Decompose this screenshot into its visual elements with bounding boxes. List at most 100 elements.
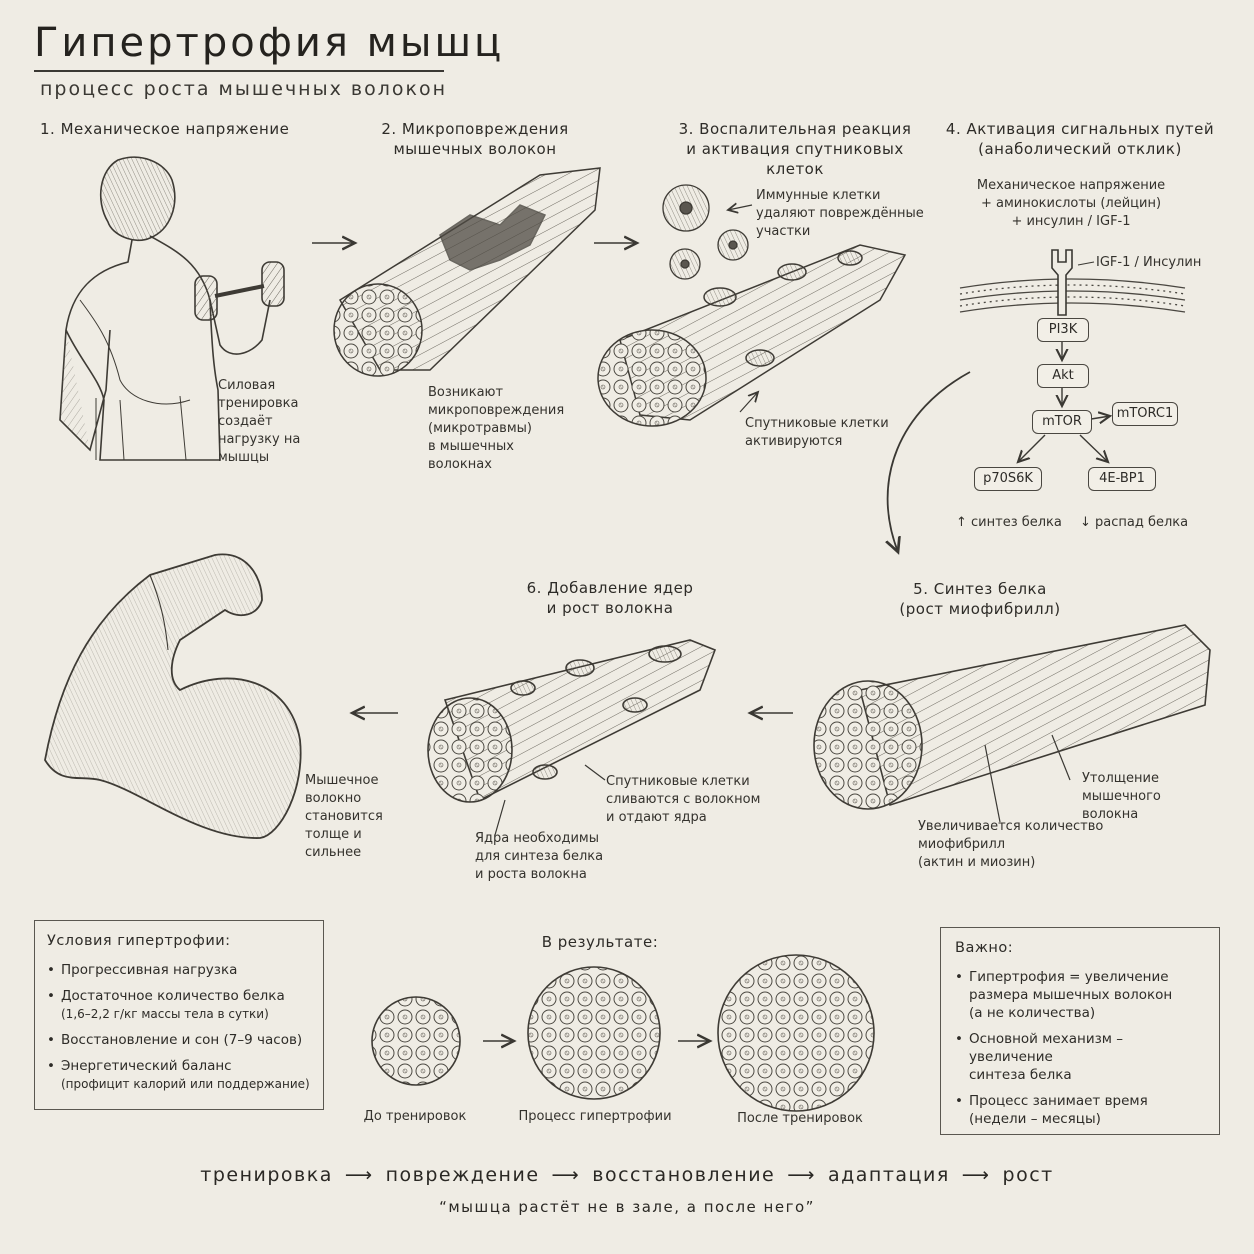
step2-note: Возникают микроповреждения (микротравмы)… [428, 384, 564, 474]
immune-cells-note: Иммунные клетки удаляют повреждённые уча… [756, 187, 924, 241]
node-mtorc1: mTORC1 [1112, 402, 1178, 426]
conditions-item-sub: (1,6–2,2 г/кг массы тела в сутки) [61, 1007, 269, 1021]
fuse-note-line: Спутниковые клетки [606, 774, 750, 789]
nuclei-needed-note: Ядра необходимы для синтеза белка и рост… [475, 830, 603, 884]
step2-note-line: в мышечных [428, 439, 514, 454]
satellite-note-line: активируются [745, 434, 843, 449]
flow-step: рост [1002, 1164, 1054, 1186]
title-underline [34, 70, 444, 72]
step4-heading-line: 4. Активация сигнальных путей [945, 120, 1215, 138]
flow-arrow-icon: ⟶ [551, 1164, 581, 1186]
important-item-line: (а не количества) [969, 1005, 1096, 1021]
arrow-4-to-5 [888, 371, 971, 552]
damaged-fiber-illustration [333, 167, 601, 377]
important-item-line: Гипертрофия = увеличение [969, 969, 1169, 985]
conditions-item-sub: (профицит калорий или поддержание) [61, 1077, 310, 1091]
receptor-icon [1051, 249, 1073, 316]
immune-note-line: участки [756, 224, 811, 239]
page-subtitle: процесс роста мышечных волокон [40, 78, 448, 100]
myofibril-increase-note: Увеличивается количество миофибрилл (акт… [918, 818, 1103, 872]
node-pi3k: PI3K [1037, 318, 1089, 342]
satellite-activation-note: Спутниковые клетки активируются [745, 415, 889, 451]
step5-heading: 5. Синтез белка (рост миофибрилл) [880, 579, 1080, 619]
step4-heading-line: (анаболический отклик) [978, 140, 1182, 158]
thick-note-line: мышечного [1082, 789, 1161, 804]
flow-arrow-icon: ⟶ [787, 1164, 816, 1186]
important-item: • Процесс занимает время (недели – месяц… [955, 1092, 1205, 1128]
immune-note-line: удаляют повреждённые [756, 206, 924, 221]
step6-heading: 6. Добавление ядер и рост волокна [510, 578, 710, 618]
conditions-list: •Прогрессивная нагрузка •Достаточное кол… [47, 961, 311, 1093]
important-item: • Гипертрофия = увеличение размера мышеч… [955, 968, 1205, 1022]
important-title: Важно: [955, 940, 1014, 956]
conditions-item-text: Достаточное количество белка [61, 988, 285, 1004]
protein-synthesis-up: ↑ синтез белка [956, 515, 1062, 530]
protein-breakdown-down: ↓ распад белка [1080, 515, 1189, 530]
thick-note-line: Утолщение [1082, 771, 1159, 786]
step4-heading: 4. Активация сигнальных путей (анаболиче… [945, 119, 1215, 159]
final-note-line: становится [305, 809, 383, 824]
step3-heading: 3. Воспалительная реакция и активация сп… [655, 119, 935, 179]
cell-membrane-illustration [959, 278, 1186, 313]
step2-note-line: волокнах [428, 457, 492, 472]
conditions-box: Условия гипертрофии: •Прогрессивная нагр… [34, 920, 324, 1110]
important-box: Важно: • Гипертрофия = увеличение размер… [940, 927, 1220, 1135]
satellite-fusion-note: Спутниковые клетки сливаются с волокном … [606, 773, 760, 827]
step3-heading-line: и активация спутниковых клеток [686, 140, 904, 178]
important-list: • Гипертрофия = увеличение размера мышеч… [955, 968, 1205, 1128]
conditions-item-text: Восстановление и сон (7–9 часов) [61, 1032, 303, 1048]
fuse-note-line: сливаются с волокном [606, 792, 761, 807]
page-title: Гипертрофия мышц [34, 20, 505, 66]
step5-heading-line: 5. Синтез белка [913, 580, 1047, 598]
conditions-title: Условия гипертрофии: [47, 933, 231, 949]
signal-input-line: + инсулин / IGF-1 [1011, 214, 1131, 229]
conditions-item: •Энергетический баланс(профицит калорий … [47, 1058, 310, 1091]
conditions-item: •Достаточное количество белка(1,6–2,2 г/… [47, 987, 311, 1023]
step2-heading-line: мышечных волокон [393, 140, 557, 158]
result-label-after: После тренировок [737, 1111, 863, 1126]
nuclei-note-line: и роста волокна [475, 867, 587, 882]
step6-heading-line: и рост волокна [546, 599, 674, 617]
node-mtor: mTOR [1032, 410, 1092, 434]
final-note-line: Мышечное [305, 773, 379, 788]
flow-step: повреждение [385, 1164, 540, 1186]
nuclei-fiber-illustration [427, 639, 717, 803]
important-item: • Основной механизм – увеличение синтеза… [955, 1030, 1205, 1084]
signal-inputs: Механическое напряжение + аминокислоты (… [966, 177, 1176, 231]
immune-cells-illustration [662, 184, 749, 280]
step1-note-line: мышцы [218, 450, 270, 465]
important-item-line: Процесс занимает время [969, 1093, 1148, 1109]
myofibril-note-line: (актин и миозин) [918, 855, 1036, 870]
step2-note-line: микроповреждения [428, 403, 565, 418]
step1-note-line: тренировка [218, 396, 299, 411]
nuclei-note-line: Ядра необходимы [475, 831, 599, 846]
important-item-line: Основной механизм – увеличение [969, 1031, 1123, 1065]
nuclei-note-line: для синтеза белка [475, 849, 604, 864]
thick-note-line: волокна [1082, 807, 1139, 822]
node-4ebp1: 4E-BP1 [1088, 467, 1156, 491]
result-label-before: До тренировок [363, 1109, 467, 1124]
step1-heading: 1. Механическое напряжение [40, 120, 290, 138]
satellite-note-line: Спутниковые клетки [745, 416, 889, 431]
step5-heading-line: (рост миофибрилл) [899, 600, 1061, 618]
step2-note-line: Возникают [428, 385, 504, 400]
important-item-line: (недели – месяцы) [969, 1111, 1101, 1127]
pathway-arrows [1018, 340, 1110, 462]
fiber-thickening-note: Утолщение мышечного волокна [1082, 770, 1161, 824]
myofibril-note-line: Увеличивается количество [918, 819, 1104, 834]
fuse-note-line: и отдают ядра [606, 810, 707, 825]
cross-section-process [527, 966, 661, 1100]
man-lifting-dumbbell-illustration [59, 156, 285, 461]
receptor-label: IGF-1 / Инсулин [1096, 255, 1202, 270]
important-item-line: синтеза белка [969, 1067, 1072, 1083]
flexed-arm-illustration [44, 553, 302, 839]
step1-note-line: создаёт [218, 414, 273, 429]
important-item-line: размера мышечных волокон [969, 987, 1173, 1003]
conditions-item: •Прогрессивная нагрузка [47, 962, 238, 978]
node-p70s6k: p70S6K [974, 467, 1042, 491]
flow-arrow-icon: ⟶ [961, 1164, 991, 1186]
step2-heading-line: 2. Микроповреждения [381, 120, 569, 138]
result-title: В результате: [541, 933, 659, 951]
final-note-line: толще и [305, 827, 362, 842]
